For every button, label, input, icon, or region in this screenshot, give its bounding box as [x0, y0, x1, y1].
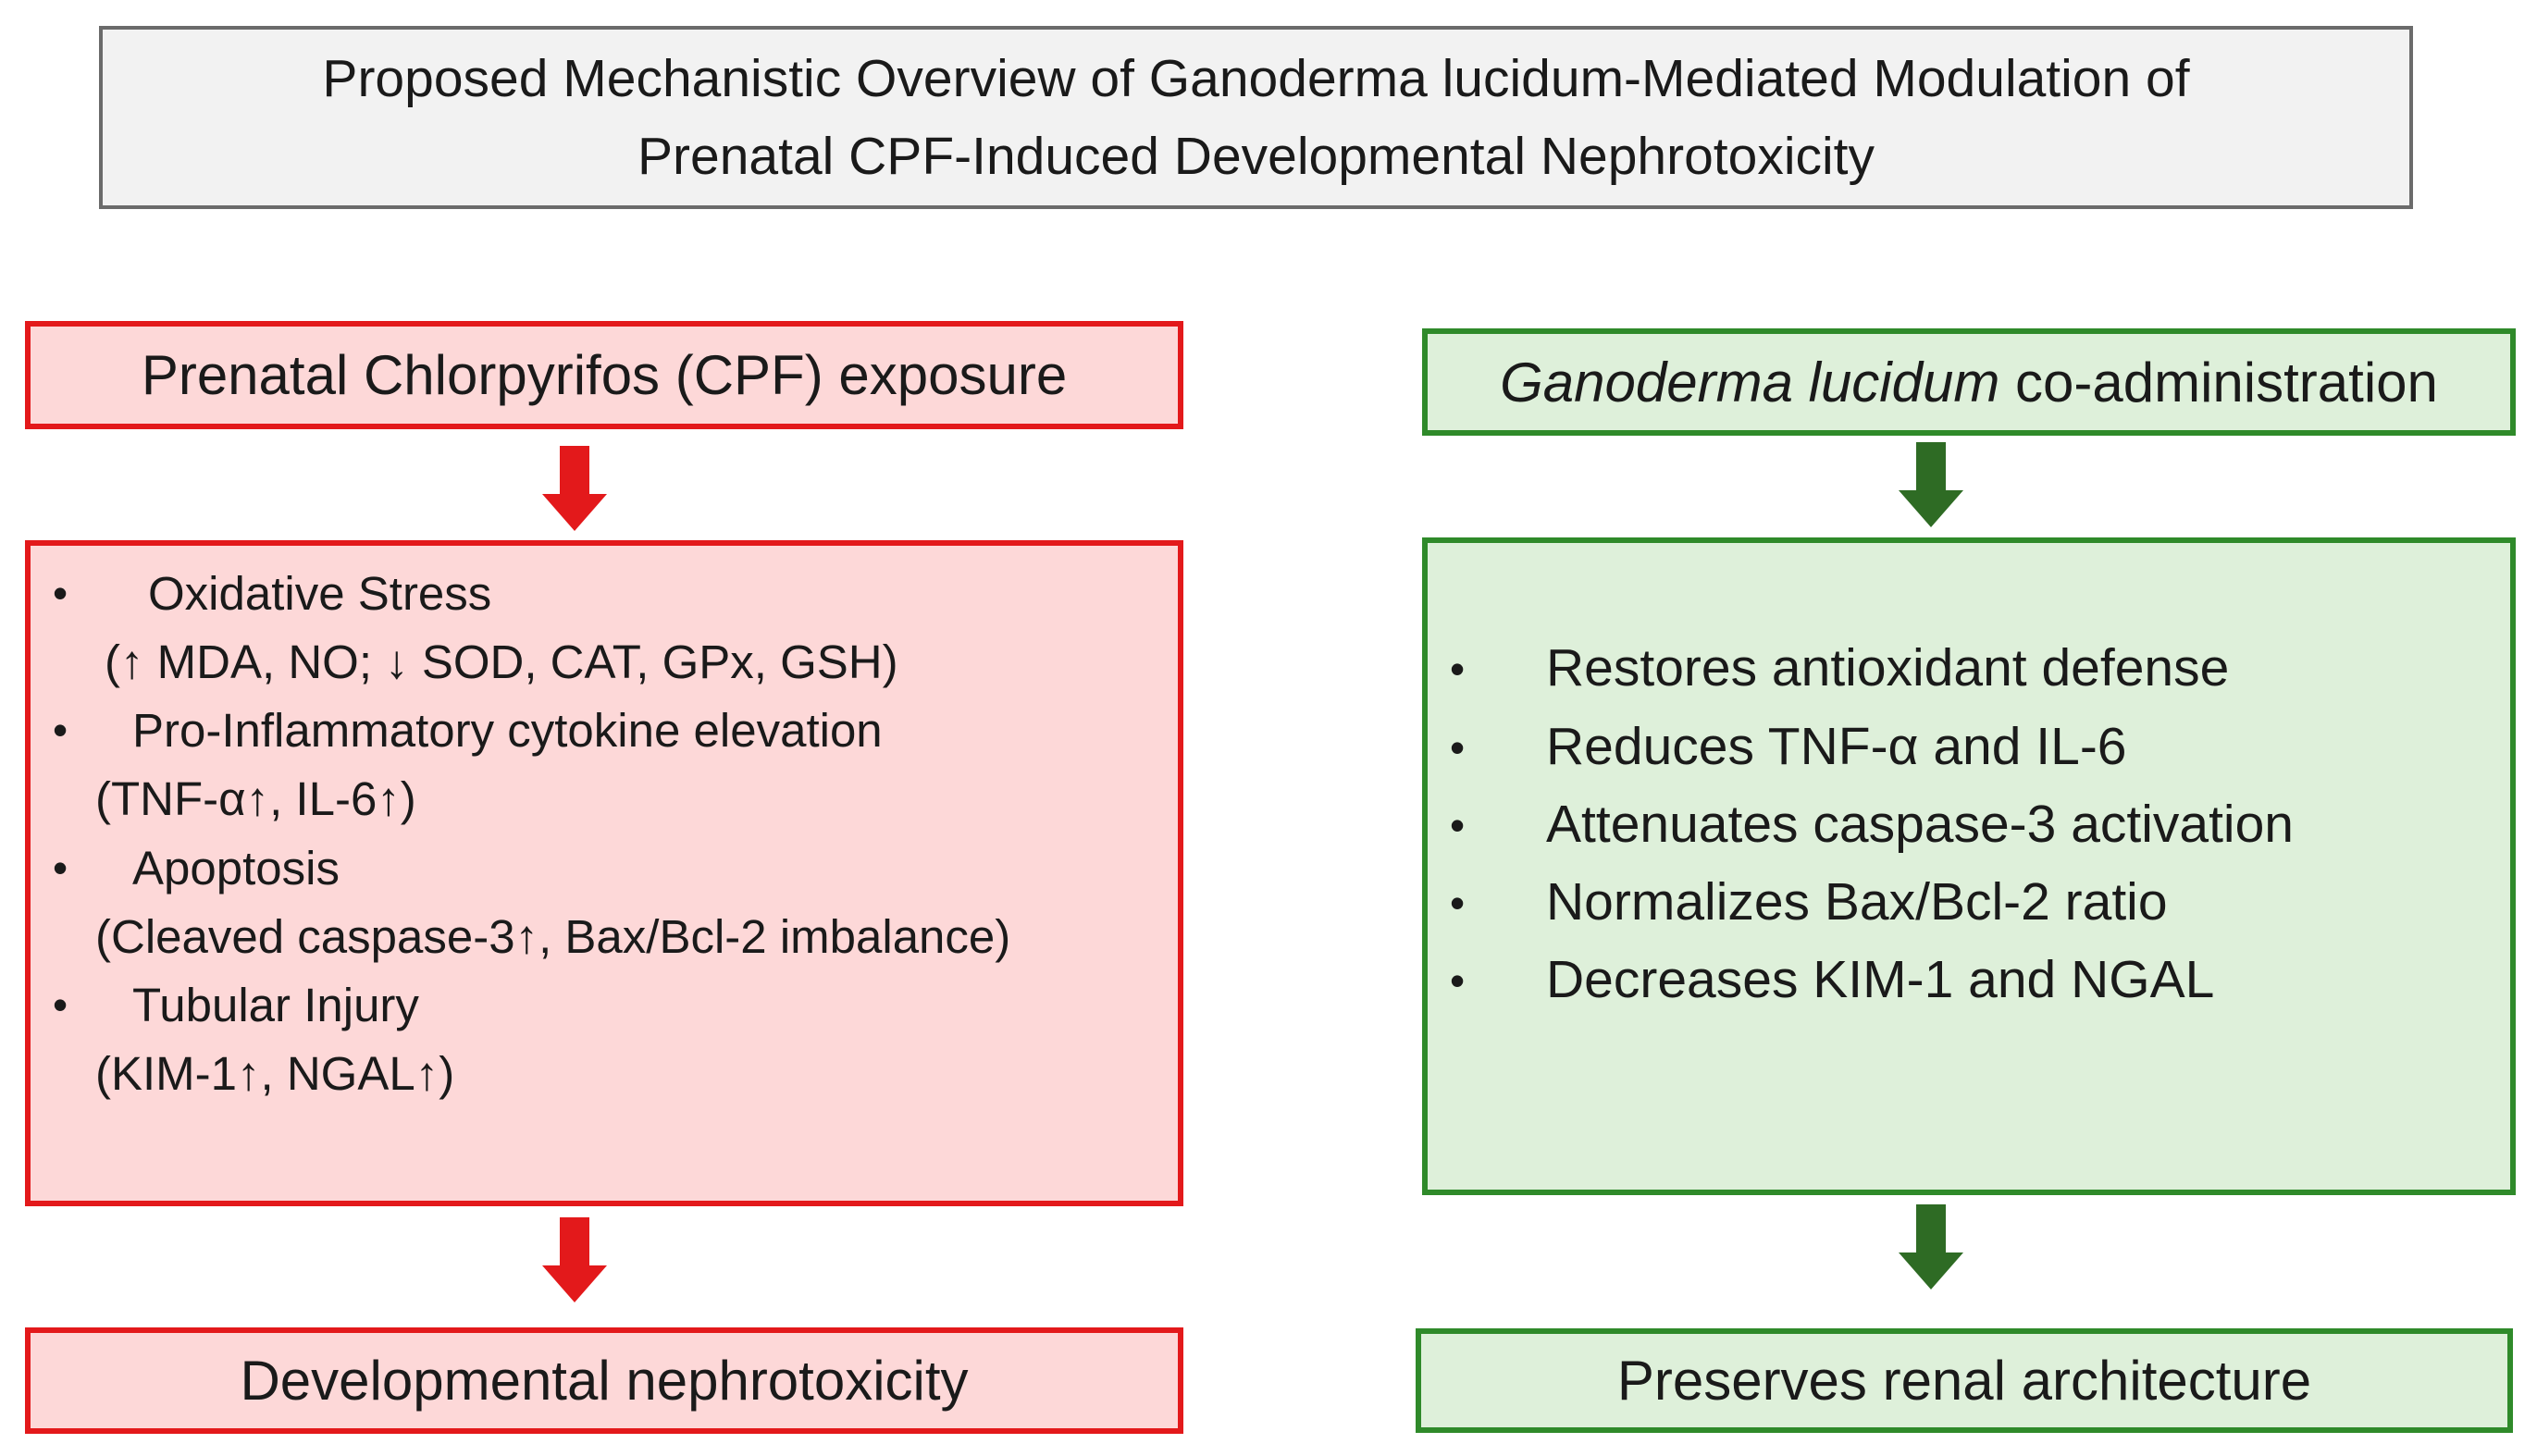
preserves-renal-architecture-label: Preserves renal architecture: [1616, 1350, 2312, 1412]
protective-effect: Restores antioxidant defense: [1546, 638, 2230, 697]
red-arrow-down-icon: [542, 446, 607, 531]
effect-label: Oxidative Stress: [148, 567, 492, 620]
preserves-renal-architecture-box: Preserves renal architecture: [1416, 1328, 2513, 1433]
cpf-effects-box: • Oxidative Stress (↑ MDA, NO; ↓ SOD, CA…: [25, 540, 1183, 1206]
ganoderma-header-text: Ganoderma lucidum co-administration: [1500, 351, 2438, 414]
effect-detail: (TNF-α↑, IL-6↑): [95, 772, 416, 825]
bullet-icon: •: [1450, 956, 1466, 1005]
bullet-icon: •: [53, 569, 68, 617]
effect-label: Apoptosis: [132, 842, 340, 895]
bullet-icon: •: [1450, 879, 1466, 927]
effect-label: Pro-Inflammatory cytokine elevation: [132, 704, 883, 757]
protective-effect: Normalizes Bax/Bcl-2 ratio: [1546, 872, 2168, 932]
diagram-title: Proposed Mechanistic Overview of Ganoder…: [99, 26, 2413, 209]
protective-effect: Reduces TNF-α and IL-6: [1546, 717, 2127, 776]
title-line-2: Prenatal CPF-Induced Developmental Nephr…: [637, 127, 1875, 186]
protective-effect: Decreases KIM-1 and NGAL: [1546, 950, 2215, 1009]
bullet-icon: •: [53, 706, 68, 754]
cpf-exposure-label: Prenatal Chlorpyrifos (CPF) exposure: [141, 344, 1068, 406]
red-arrow-down-icon: [542, 1217, 607, 1302]
coadministration-label: co-administration: [1999, 351, 2438, 413]
title-line-1: Proposed Mechanistic Overview of Ganoder…: [322, 49, 2190, 108]
effect-detail: (Cleaved caspase-3↑, Bax/Bcl-2 imbalance…: [95, 910, 1011, 963]
protective-effect: Attenuates caspase-3 activation: [1546, 795, 2294, 854]
bullet-icon: •: [53, 844, 68, 892]
effect-label: Tubular Injury: [132, 979, 419, 1031]
bullet-icon: •: [1450, 645, 1466, 693]
ganoderma-coadministration-box: Ganoderma lucidum co-administration: [1422, 328, 2516, 436]
bullet-icon: •: [1450, 801, 1466, 849]
effect-detail: (KIM-1↑, NGAL↑): [95, 1047, 455, 1100]
ganoderma-species-name: Ganoderma lucidum: [1500, 351, 2000, 413]
green-arrow-down-icon: [1899, 1204, 1963, 1289]
effect-detail: (↑ MDA, NO; ↓ SOD, CAT, GPx, GSH): [105, 635, 898, 688]
bullet-icon: •: [1450, 723, 1466, 771]
green-arrow-down-icon: [1899, 442, 1963, 527]
cpf-exposure-box: Prenatal Chlorpyrifos (CPF) exposure: [25, 321, 1183, 429]
developmental-nephrotoxicity-label: Developmental nephrotoxicity: [240, 1350, 969, 1412]
developmental-nephrotoxicity-box: Developmental nephrotoxicity: [25, 1327, 1183, 1434]
bullet-icon: •: [53, 981, 68, 1029]
ganoderma-effects-box: • Restores antioxidant defense • Reduces…: [1422, 537, 2516, 1195]
